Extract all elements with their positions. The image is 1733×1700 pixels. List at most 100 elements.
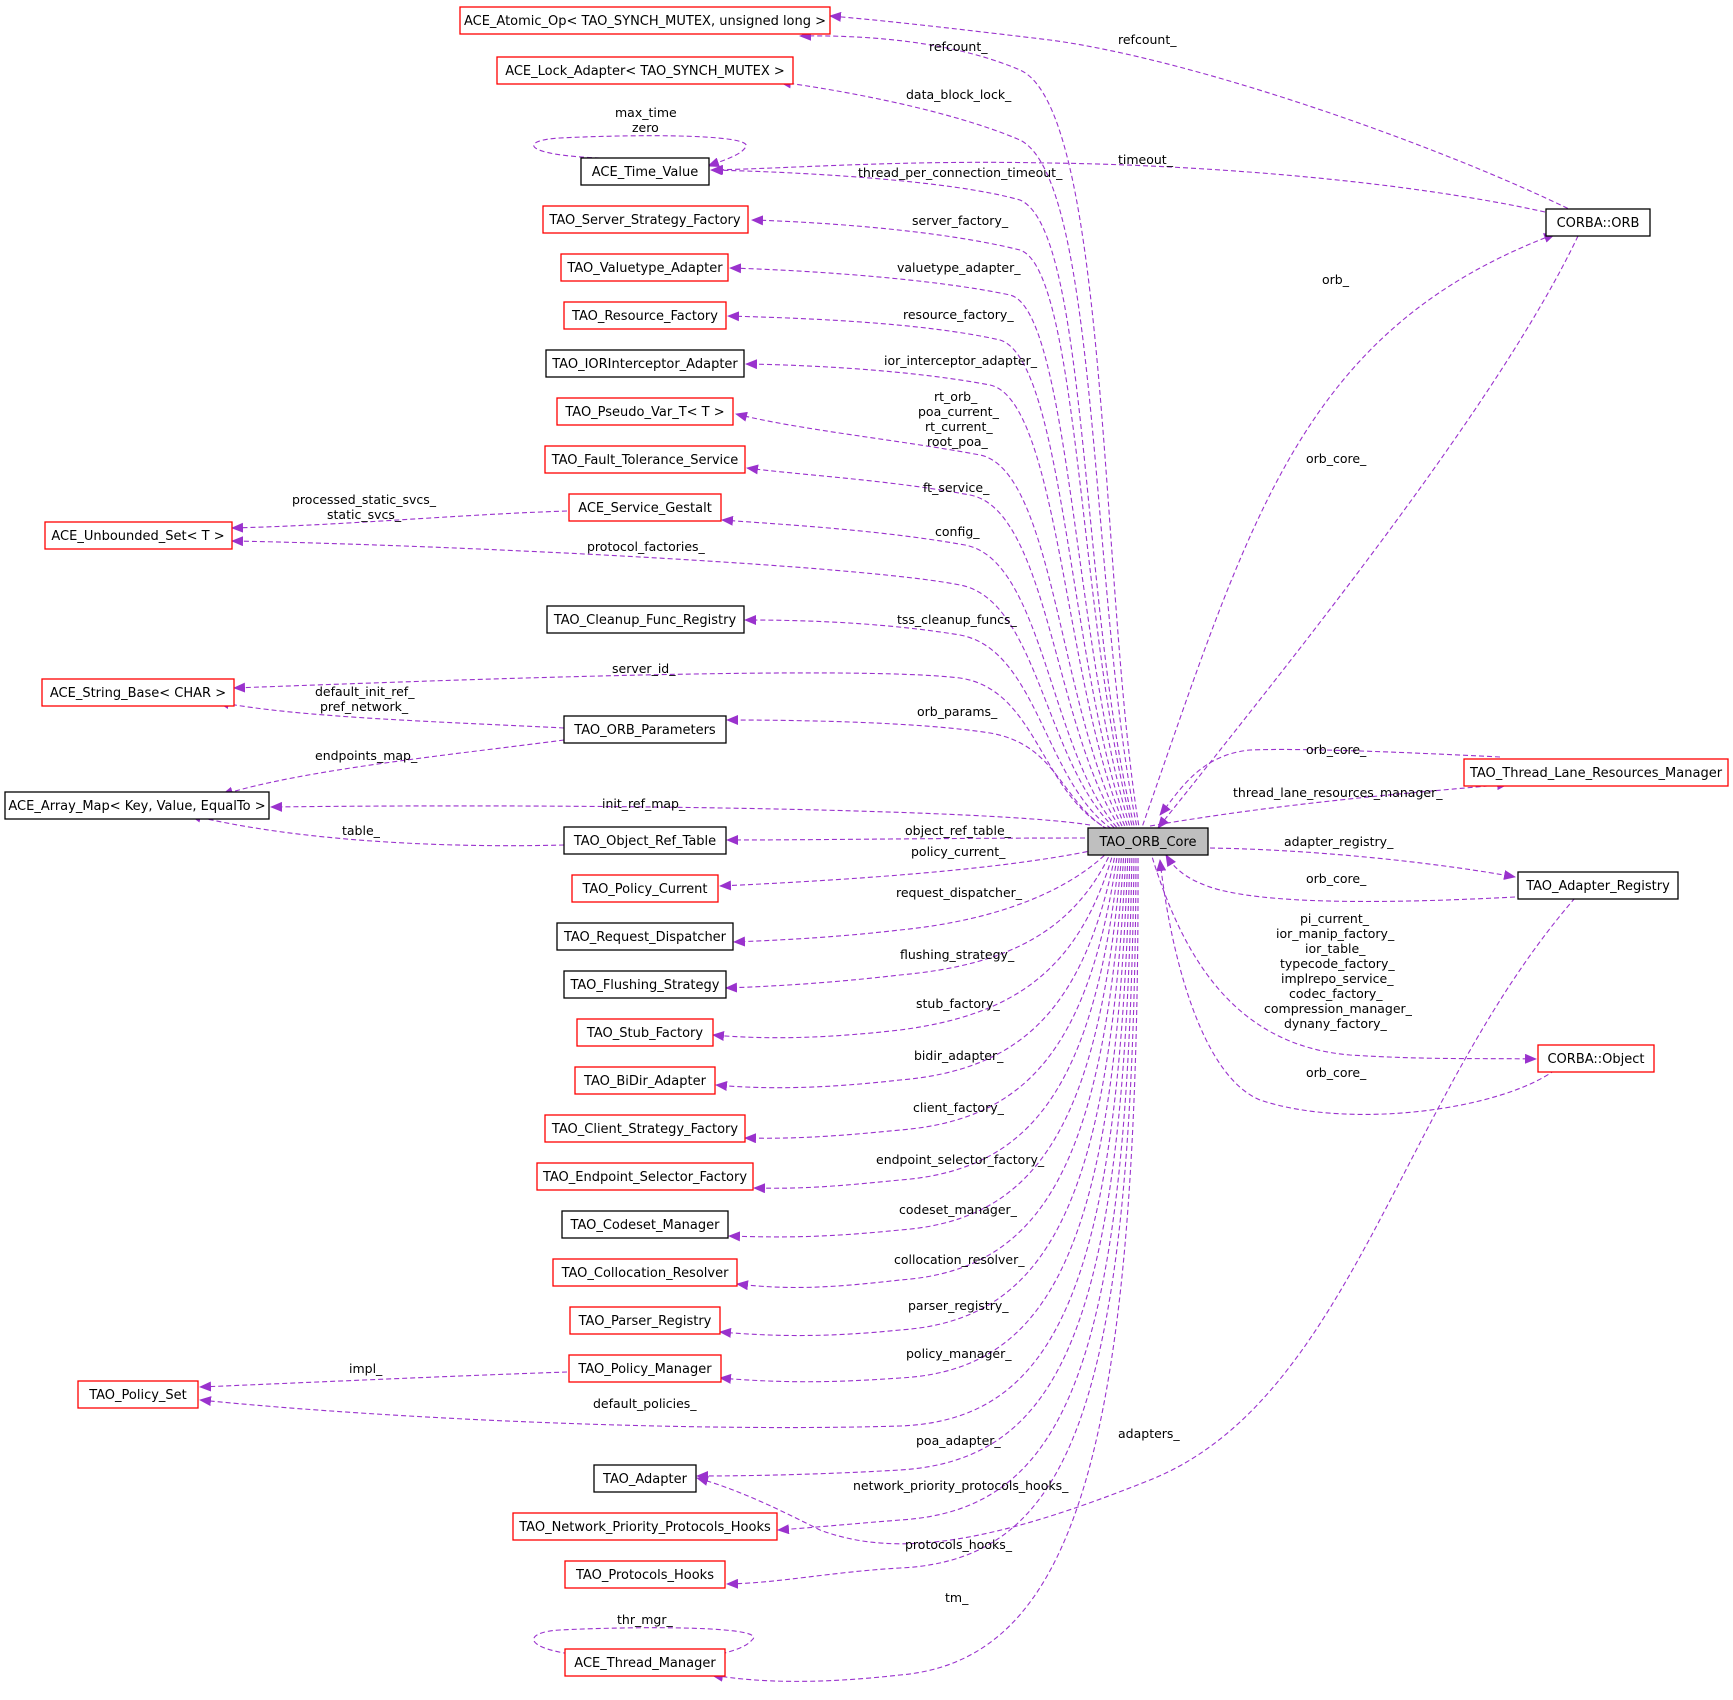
node-thread-manager[interactable]: ACE_Thread_Manager xyxy=(564,1648,726,1677)
node-server-strategy-factory[interactable]: TAO_Server_Strategy_Factory xyxy=(542,205,749,234)
node-request-dispatcher[interactable]: TAO_Request_Dispatcher xyxy=(556,922,734,951)
node-valuetype-adapter[interactable]: TAO_Valuetype_Adapter xyxy=(560,253,729,282)
edge-label-policy-manager: policy_manager_ xyxy=(906,1346,1012,1361)
node-service-gestalt[interactable]: ACE_Service_Gestalt xyxy=(568,493,722,522)
edge-default-policies xyxy=(199,849,1131,1429)
edge-endpoint-selector xyxy=(753,849,1121,1194)
node-policy-set[interactable]: TAO_Policy_Set xyxy=(77,1380,199,1409)
edge-label-ior-interceptor: ior_interceptor_adapter_ xyxy=(884,353,1038,368)
svg-text:TAO_Stub_Factory: TAO_Stub_Factory xyxy=(586,1026,703,1041)
edge-label-zero: zero xyxy=(632,120,659,135)
edge-label-root-poa: root_poa_ xyxy=(927,434,989,449)
edge-label-request-dispatcher: request_dispatcher_ xyxy=(896,885,1023,900)
node-fault-tolerance[interactable]: TAO_Fault_Tolerance_Service xyxy=(544,445,746,474)
edge-label-static-svcs: static_svcs_ xyxy=(327,507,402,522)
edge-codeset-manager xyxy=(728,849,1123,1242)
edge-tm xyxy=(711,849,1139,1682)
edge-processed-static xyxy=(231,510,568,533)
node-codeset-manager[interactable]: TAO_Codeset_Manager xyxy=(561,1210,729,1239)
node-endpoint-selector-factory[interactable]: TAO_Endpoint_Selector_Factory xyxy=(536,1162,754,1191)
edge-label-client-factory: client_factory_ xyxy=(913,1100,1005,1115)
edge-protocol-factories xyxy=(231,536,1121,834)
svg-text:TAO_Client_Strategy_Factory: TAO_Client_Strategy_Factory xyxy=(551,1122,738,1137)
node-unbounded-set[interactable]: ACE_Unbounded_Set< T > xyxy=(44,521,233,550)
node-stub-factory[interactable]: TAO_Stub_Factory xyxy=(576,1018,714,1047)
edge-label-rt-orb: rt_orb_ xyxy=(934,389,978,404)
node-time-value[interactable]: ACE_Time_Value xyxy=(580,157,710,186)
svg-text:TAO_Protocols_Hooks: TAO_Protocols_Hooks xyxy=(575,1568,714,1583)
edge-label-table: table_ xyxy=(342,823,381,838)
node-adapter-registry[interactable]: TAO_Adapter_Registry xyxy=(1517,871,1679,900)
svg-text:TAO_Object_Ref_Table: TAO_Object_Ref_Table xyxy=(573,834,716,849)
edge-label-config: config_ xyxy=(935,524,980,539)
node-thread-lane-resources-manager[interactable]: TAO_Thread_Lane_Resources_Manager xyxy=(1463,758,1729,787)
node-string-base[interactable]: ACE_String_Base< CHAR > xyxy=(41,678,235,707)
edge-object-ref-table xyxy=(726,834,1086,845)
edge-thread-per-connection-timeout xyxy=(710,165,1137,834)
svg-text:TAO_Valuetype_Adapter: TAO_Valuetype_Adapter xyxy=(566,261,723,276)
edge-label-poa-adapter: poa_adapter_ xyxy=(916,1433,1001,1448)
edge-label-orb: orb_ xyxy=(1322,272,1350,287)
node-resource-factory[interactable]: TAO_Resource_Factory xyxy=(563,301,727,330)
edge-collocation-resolver xyxy=(736,849,1125,1291)
edge-stub-factory xyxy=(712,849,1115,1041)
edge-label-impl: impl_ xyxy=(349,1361,383,1376)
svg-text:TAO_Endpoint_Selector_Factory: TAO_Endpoint_Selector_Factory xyxy=(542,1170,747,1185)
node-parser-registry[interactable]: TAO_Parser_Registry xyxy=(569,1306,721,1335)
svg-text:TAO_Network_Priority_Protocols: TAO_Network_Priority_Protocols_Hooks xyxy=(518,1520,771,1535)
svg-text:TAO_ORB_Parameters: TAO_ORB_Parameters xyxy=(573,723,716,738)
edge-poa-adapter xyxy=(696,849,1133,1481)
node-iorinterceptor-adapter[interactable]: TAO_IORInterceptor_Adapter xyxy=(545,349,745,378)
svg-text:ACE_Lock_Adapter< TAO_SYNCH_MU: ACE_Lock_Adapter< TAO_SYNCH_MUTEX > xyxy=(505,64,785,79)
node-policy-manager[interactable]: TAO_Policy_Manager xyxy=(568,1354,722,1383)
node-collocation-resolver[interactable]: TAO_Collocation_Resolver xyxy=(552,1258,738,1287)
node-lock-adapter[interactable]: ACE_Lock_Adapter< TAO_SYNCH_MUTEX > xyxy=(496,56,794,85)
edge-endpoints-map xyxy=(221,739,565,797)
svg-text:CORBA::ORB: CORBA::ORB xyxy=(1557,216,1640,231)
node-tao-adapter[interactable]: TAO_Adapter xyxy=(593,1464,697,1493)
edge-label-codeset-manager: codeset_manager_ xyxy=(899,1202,1018,1217)
node-client-strategy-factory[interactable]: TAO_Client_Strategy_Factory xyxy=(544,1114,746,1143)
svg-text:TAO_Adapter: TAO_Adapter xyxy=(602,1472,688,1487)
svg-text:TAO_Request_Dispatcher: TAO_Request_Dispatcher xyxy=(563,930,727,945)
node-network-priority-hooks[interactable]: TAO_Network_Priority_Protocols_Hooks xyxy=(512,1512,778,1541)
node-flushing-strategy[interactable]: TAO_Flushing_Strategy xyxy=(563,970,727,999)
edge-init-ref-map xyxy=(270,801,1091,826)
edge-ior-interceptor xyxy=(745,359,1129,834)
edge-label-pi-current: pi_current_ xyxy=(1300,911,1370,926)
edge-request-dispatcher xyxy=(733,849,1111,947)
svg-text:TAO_Policy_Set: TAO_Policy_Set xyxy=(88,1388,187,1403)
edge-label-thread-lane: thread_lane_resources_manager_ xyxy=(1233,785,1443,800)
edge-label-orb-core-object: orb_core_ xyxy=(1306,1065,1367,1080)
node-object-ref-table[interactable]: TAO_Object_Ref_Table xyxy=(563,826,727,855)
edge-server-id xyxy=(233,672,1117,834)
node-atomic-op[interactable]: ACE_Atomic_Op< TAO_SYNCH_MUTEX, unsigned… xyxy=(459,6,831,35)
node-pseudo-var[interactable]: TAO_Pseudo_Var_T< T > xyxy=(556,397,734,426)
svg-text:TAO_Policy_Current: TAO_Policy_Current xyxy=(581,882,707,897)
edge-orb-core-from-registry xyxy=(1165,854,1516,903)
edge-label-thread-per-connection-timeout: thread_per_connection_timeout_ xyxy=(858,165,1063,180)
edge-ft-service xyxy=(746,464,1125,834)
edge-flushing-strategy xyxy=(725,849,1113,993)
edge-resource-factory xyxy=(727,311,1131,834)
node-corba-object[interactable]: CORBA::Object xyxy=(1537,1044,1655,1073)
node-policy-current[interactable]: TAO_Policy_Current xyxy=(571,874,719,903)
node-orb-parameters[interactable]: TAO_ORB_Parameters xyxy=(563,715,727,744)
edge-label-object-ref-table: object_ref_table_ xyxy=(905,823,1012,838)
node-orb-core[interactable]: TAO_ORB_Core xyxy=(1087,827,1209,856)
edge-adapters xyxy=(696,897,1576,1545)
edge-label-stub-factory: stub_factory_ xyxy=(916,996,1001,1011)
svg-text:TAO_Codeset_Manager: TAO_Codeset_Manager xyxy=(570,1218,721,1233)
node-bidir-adapter[interactable]: TAO_BiDir_Adapter xyxy=(574,1066,716,1095)
edge-orb-params xyxy=(726,715,1115,834)
node-cleanup-func-registry[interactable]: TAO_Cleanup_Func_Registry xyxy=(546,605,745,634)
edge-label-refcount-a: refcount_ xyxy=(929,39,988,54)
svg-text:ACE_Service_Gestalt: ACE_Service_Gestalt xyxy=(578,501,712,516)
node-corba-orb[interactable]: CORBA::ORB xyxy=(1545,208,1651,237)
edge-label-parser-registry: parser_registry_ xyxy=(908,1298,1009,1313)
node-array-map[interactable]: ACE_Array_Map< Key, Value, EqualTo > xyxy=(4,791,270,820)
edge-orb-core-from-tlrm xyxy=(1159,748,1501,816)
edge-parser-registry xyxy=(719,849,1127,1338)
node-protocols-hooks[interactable]: TAO_Protocols_Hooks xyxy=(564,1560,726,1589)
